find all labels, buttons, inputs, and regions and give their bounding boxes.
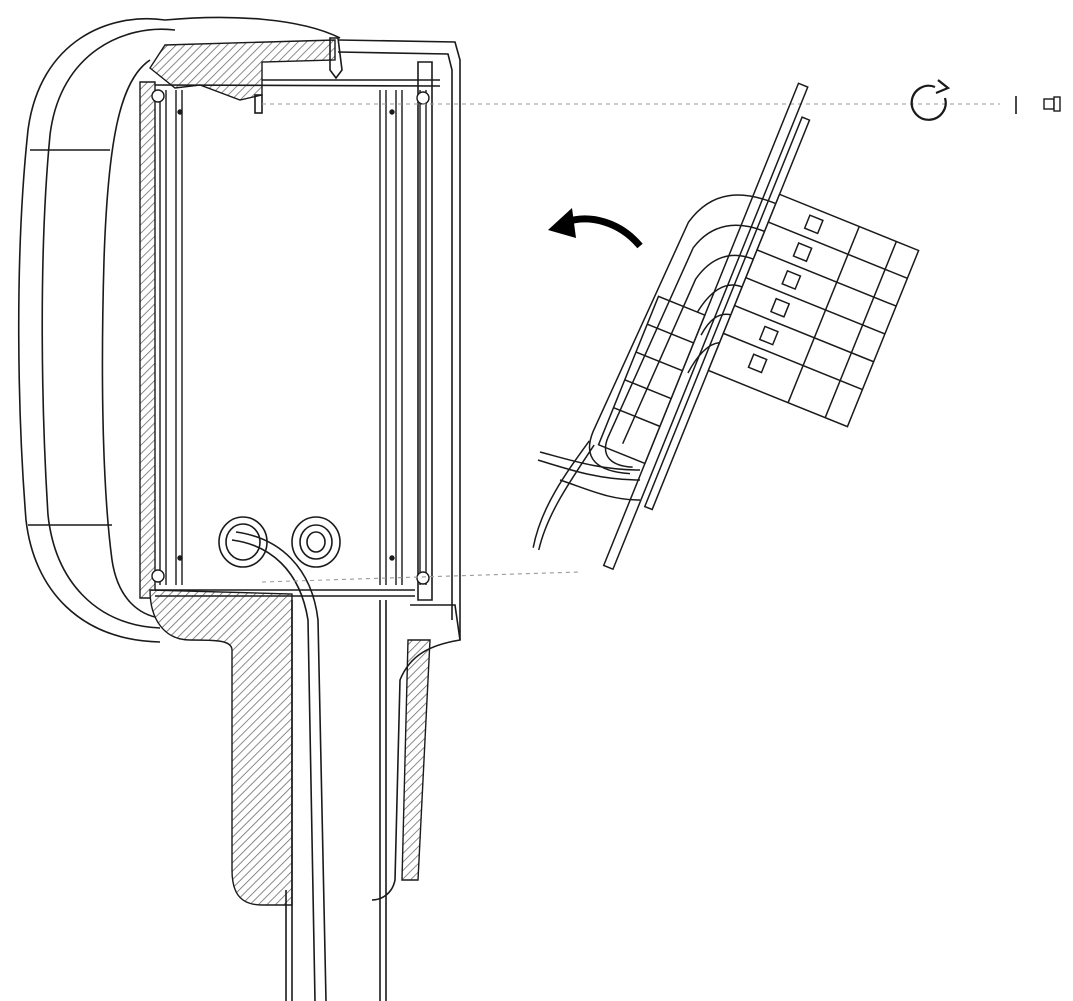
enclosure-shell xyxy=(17,16,341,643)
cable-gland-right xyxy=(291,516,341,568)
section-walls xyxy=(139,39,431,906)
screw-icon xyxy=(1043,96,1061,112)
breaker-toggle xyxy=(792,242,813,263)
curved-arrow-left-icon xyxy=(548,208,643,249)
breaker-toggle xyxy=(769,297,791,318)
breaker-toggle xyxy=(747,353,768,374)
assembly-wire-tails xyxy=(537,451,641,501)
breaker-toggle xyxy=(758,325,779,346)
breaker-toggle xyxy=(803,214,824,235)
din-rails xyxy=(159,90,427,585)
guide-lines xyxy=(261,103,1000,583)
breaker-toggle xyxy=(781,269,802,291)
clockwise-rotate-icon xyxy=(910,79,951,121)
supply-cable xyxy=(231,531,327,1001)
breaker-assembly xyxy=(532,82,920,571)
mounting-screws xyxy=(151,89,430,585)
enclosure-box xyxy=(154,37,461,901)
mounting-pole xyxy=(285,600,387,1001)
